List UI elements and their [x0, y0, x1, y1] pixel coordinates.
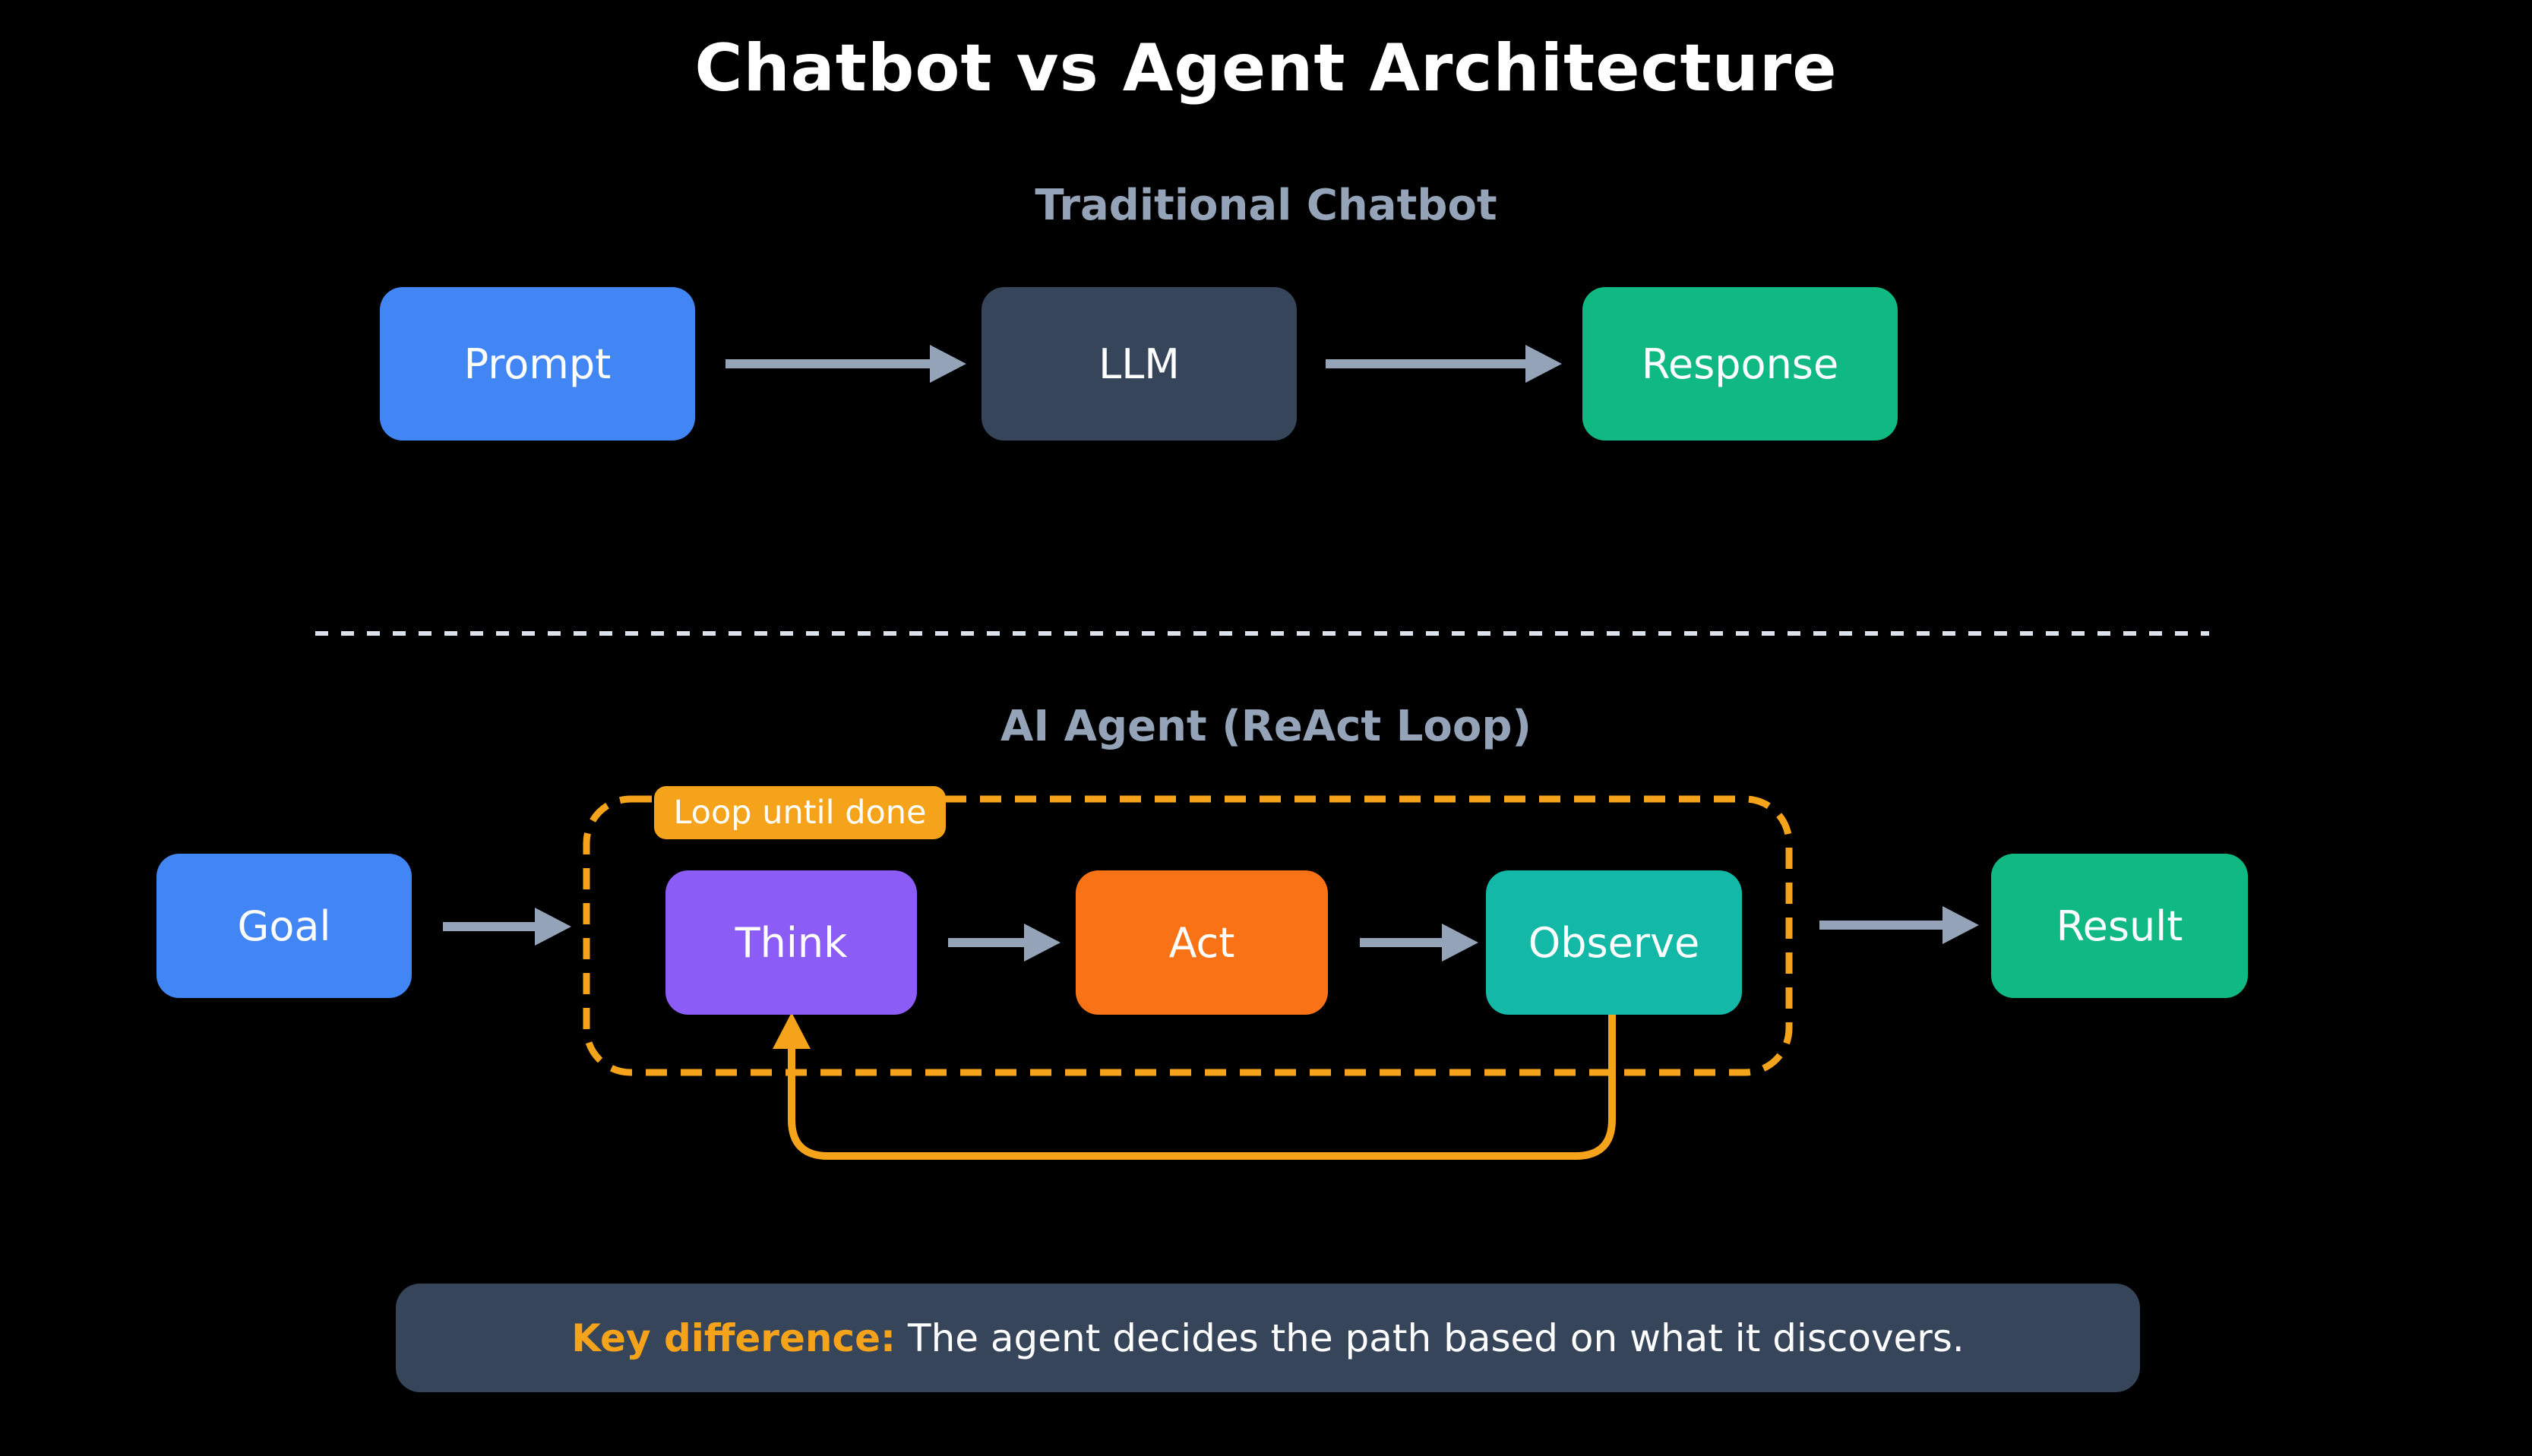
loop-badge-label: Loop until done [673, 794, 927, 832]
arrow-goal-loop [443, 908, 571, 946]
node-act-label: Act [1168, 918, 1235, 967]
arrow-prompt-llm [725, 345, 966, 383]
feedback-arrow [773, 1011, 1616, 1160]
key-difference-highlight: Key difference: [571, 1315, 896, 1360]
arrow-loop-result [1819, 906, 1979, 944]
node-llm: LLM [982, 287, 1297, 441]
node-think-label: Think [735, 918, 848, 967]
node-goal: Goal [156, 854, 412, 998]
arrow-think-act [948, 924, 1061, 962]
loop-container-border [583, 795, 1793, 1076]
node-result-label: Result [2056, 902, 2183, 950]
node-observe-label: Observe [1528, 918, 1700, 967]
node-act: Act [1076, 870, 1328, 1015]
page-title: Chatbot vs Agent Architecture [694, 30, 1838, 106]
node-response-label: Response [1641, 340, 1839, 388]
arrow-act-observe [1360, 924, 1478, 962]
node-think: Think [665, 870, 917, 1015]
node-prompt-label: Prompt [463, 340, 612, 388]
node-prompt: Prompt [380, 287, 695, 441]
node-llm-label: LLM [1098, 340, 1180, 388]
section-heading-chatbot: Traditional Chatbot [1035, 181, 1497, 230]
key-difference-text: The agent decides the path based on what… [908, 1315, 1965, 1360]
section-heading-agent: AI Agent (ReAct Loop) [1000, 702, 1532, 751]
loop-until-done-badge: Loop until done [654, 786, 946, 839]
arrow-llm-response [1326, 345, 1562, 383]
node-observe: Observe [1486, 870, 1742, 1015]
node-result: Result [1991, 854, 2248, 998]
node-goal-label: Goal [237, 902, 331, 950]
key-difference-note: Key difference: The agent decides the pa… [396, 1284, 2140, 1392]
node-response: Response [1582, 287, 1898, 441]
